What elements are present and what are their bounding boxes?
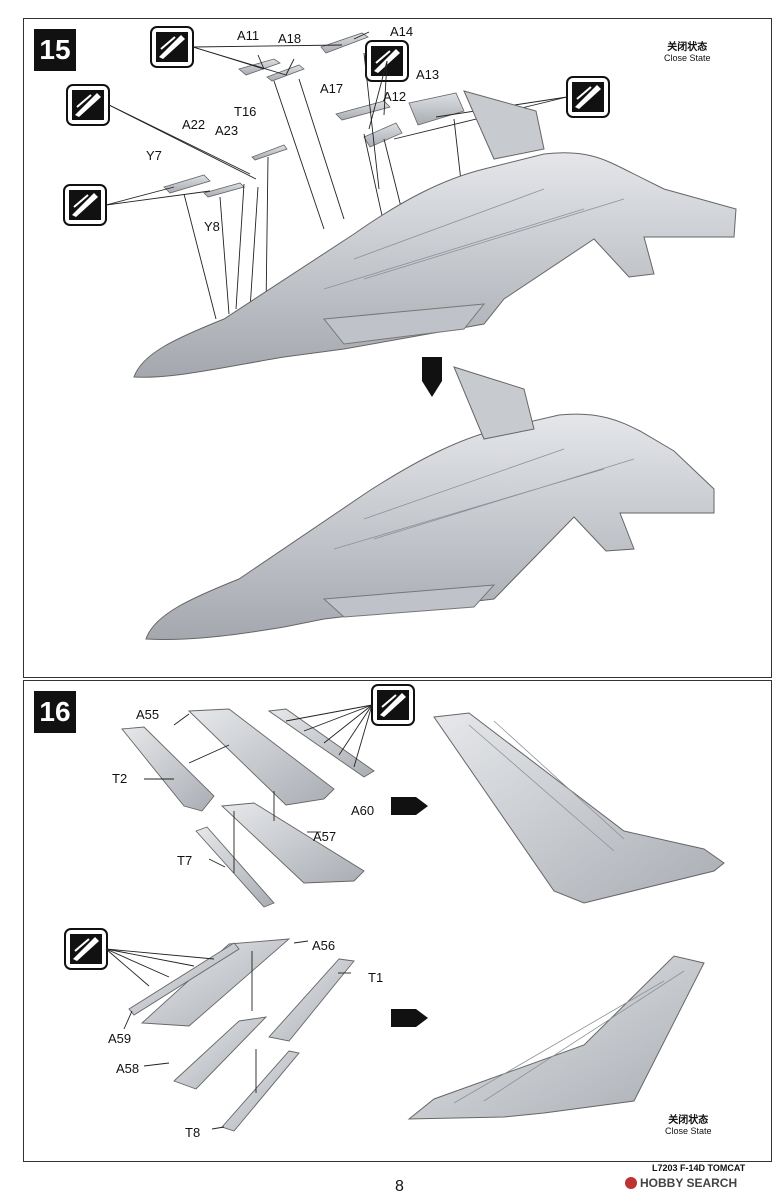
aircraft-closed-view	[145, 366, 715, 640]
part-label: A17	[320, 81, 343, 96]
step-number: 15	[34, 29, 76, 71]
part-label: A59	[108, 1031, 131, 1046]
part-label: A12	[383, 89, 406, 104]
right-arrow-icon	[391, 1009, 428, 1027]
part-label: Y8	[204, 219, 220, 234]
state-label-cn: 关闭状态	[668, 1115, 709, 1126]
state-label-en: Close State	[665, 1125, 712, 1136]
close-state-label: 关闭状态 Close State	[665, 1115, 712, 1136]
part-label: T1	[368, 970, 383, 985]
glue-icon	[64, 928, 108, 970]
glue-icon	[371, 684, 415, 726]
close-state-label: 关闭状态 Close State	[664, 42, 711, 63]
part-label: A23	[215, 123, 238, 138]
part-label: A58	[116, 1061, 139, 1076]
leader-lines	[105, 704, 373, 1130]
model-footer: L7203 F-14D TOMCAT	[652, 1163, 746, 1173]
part-label: A11	[237, 28, 259, 43]
part-label: T7	[177, 853, 192, 868]
assembled-wing-upper	[433, 712, 725, 904]
state-label-cn: 关闭状态	[667, 42, 708, 53]
part-label: A18	[278, 31, 301, 46]
part-label: A22	[182, 117, 205, 132]
watermark: HOBBY SEARCH	[625, 1176, 737, 1190]
part-label: A55	[136, 707, 159, 722]
lower-wing-parts	[128, 938, 355, 1132]
part-label: A57	[313, 829, 336, 844]
glue-icon	[566, 76, 610, 118]
step-15-panel: 15 关闭状态 Close State	[23, 18, 772, 678]
glue-icon	[66, 84, 110, 126]
part-label: T2	[112, 771, 127, 786]
down-arrow-icon	[422, 357, 442, 397]
state-label-en: Close State	[664, 52, 711, 63]
part-label: A13	[416, 67, 439, 82]
part-label: A56	[312, 938, 335, 953]
step-15-diagram: A11 A18 A14 A17 A13 A12 T16 A22 A23 Y7 Y…	[63, 24, 737, 640]
step-16-panel: 16 关闭状态 Close State	[23, 680, 772, 1162]
small-parts	[163, 32, 465, 198]
part-label: T8	[185, 1125, 200, 1140]
upper-wing-parts	[121, 708, 375, 908]
step-number: 16	[34, 691, 76, 733]
glue-icon	[150, 26, 194, 68]
step-16-diagram: A55 T2 A60 A57 T7 A56 T1 A59 A58 T8	[64, 684, 725, 1140]
right-arrow-icon	[391, 797, 428, 815]
part-label: T16	[234, 104, 256, 119]
watermark-logo-icon	[625, 1177, 637, 1189]
assembled-wing-lower	[407, 955, 705, 1120]
part-label: Y7	[146, 148, 162, 163]
page-number: 8	[395, 1178, 404, 1195]
part-label: A60	[351, 803, 374, 818]
glue-icon	[63, 184, 107, 226]
aircraft-open-view	[133, 90, 737, 378]
watermark-text: HOBBY SEARCH	[640, 1176, 738, 1190]
part-label: A14	[390, 24, 413, 39]
